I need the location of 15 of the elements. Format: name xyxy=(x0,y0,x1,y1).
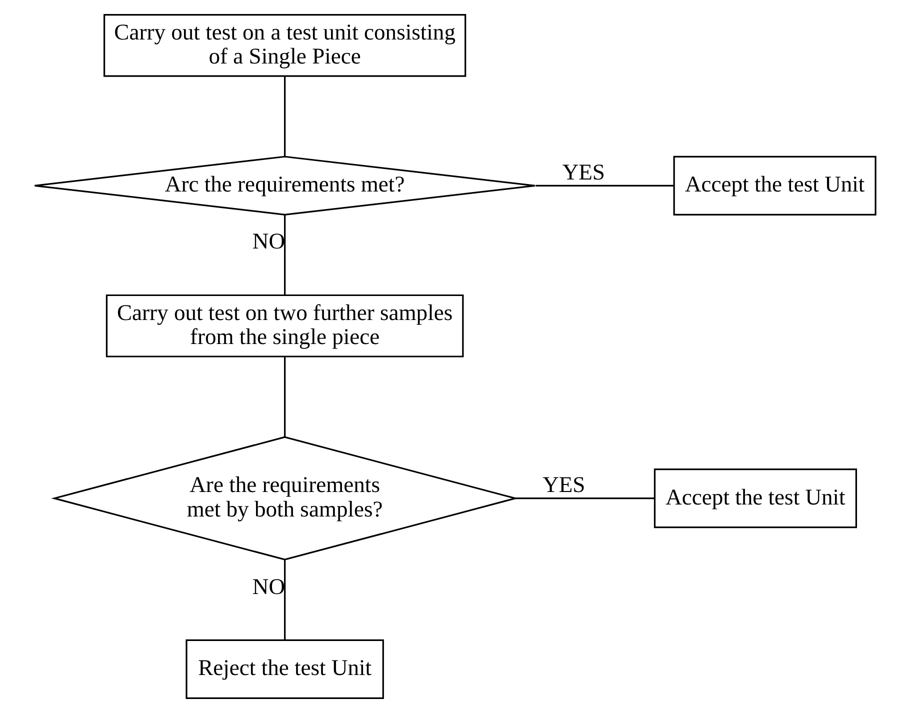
node-box: Accept the test Unit xyxy=(653,468,857,528)
edge-label: YES xyxy=(562,160,604,185)
node-box: Carry out test on a test unit consisting of a Single Piece xyxy=(103,14,466,77)
connector xyxy=(284,76,286,157)
node-box: Accept the test Unit xyxy=(672,156,876,216)
node-diamond: Arc the requirements met? xyxy=(33,156,536,216)
node-diamond: Are the requirements met by both samples? xyxy=(50,436,518,560)
node-box: Carry out test on two further samples from the single piece xyxy=(105,294,464,358)
node-box: Reject the test Unit xyxy=(185,639,384,699)
connector xyxy=(514,498,654,500)
connector xyxy=(284,214,286,295)
edge-label: YES xyxy=(542,472,585,498)
connector xyxy=(535,184,674,186)
connector xyxy=(284,356,286,438)
connector xyxy=(284,560,286,640)
